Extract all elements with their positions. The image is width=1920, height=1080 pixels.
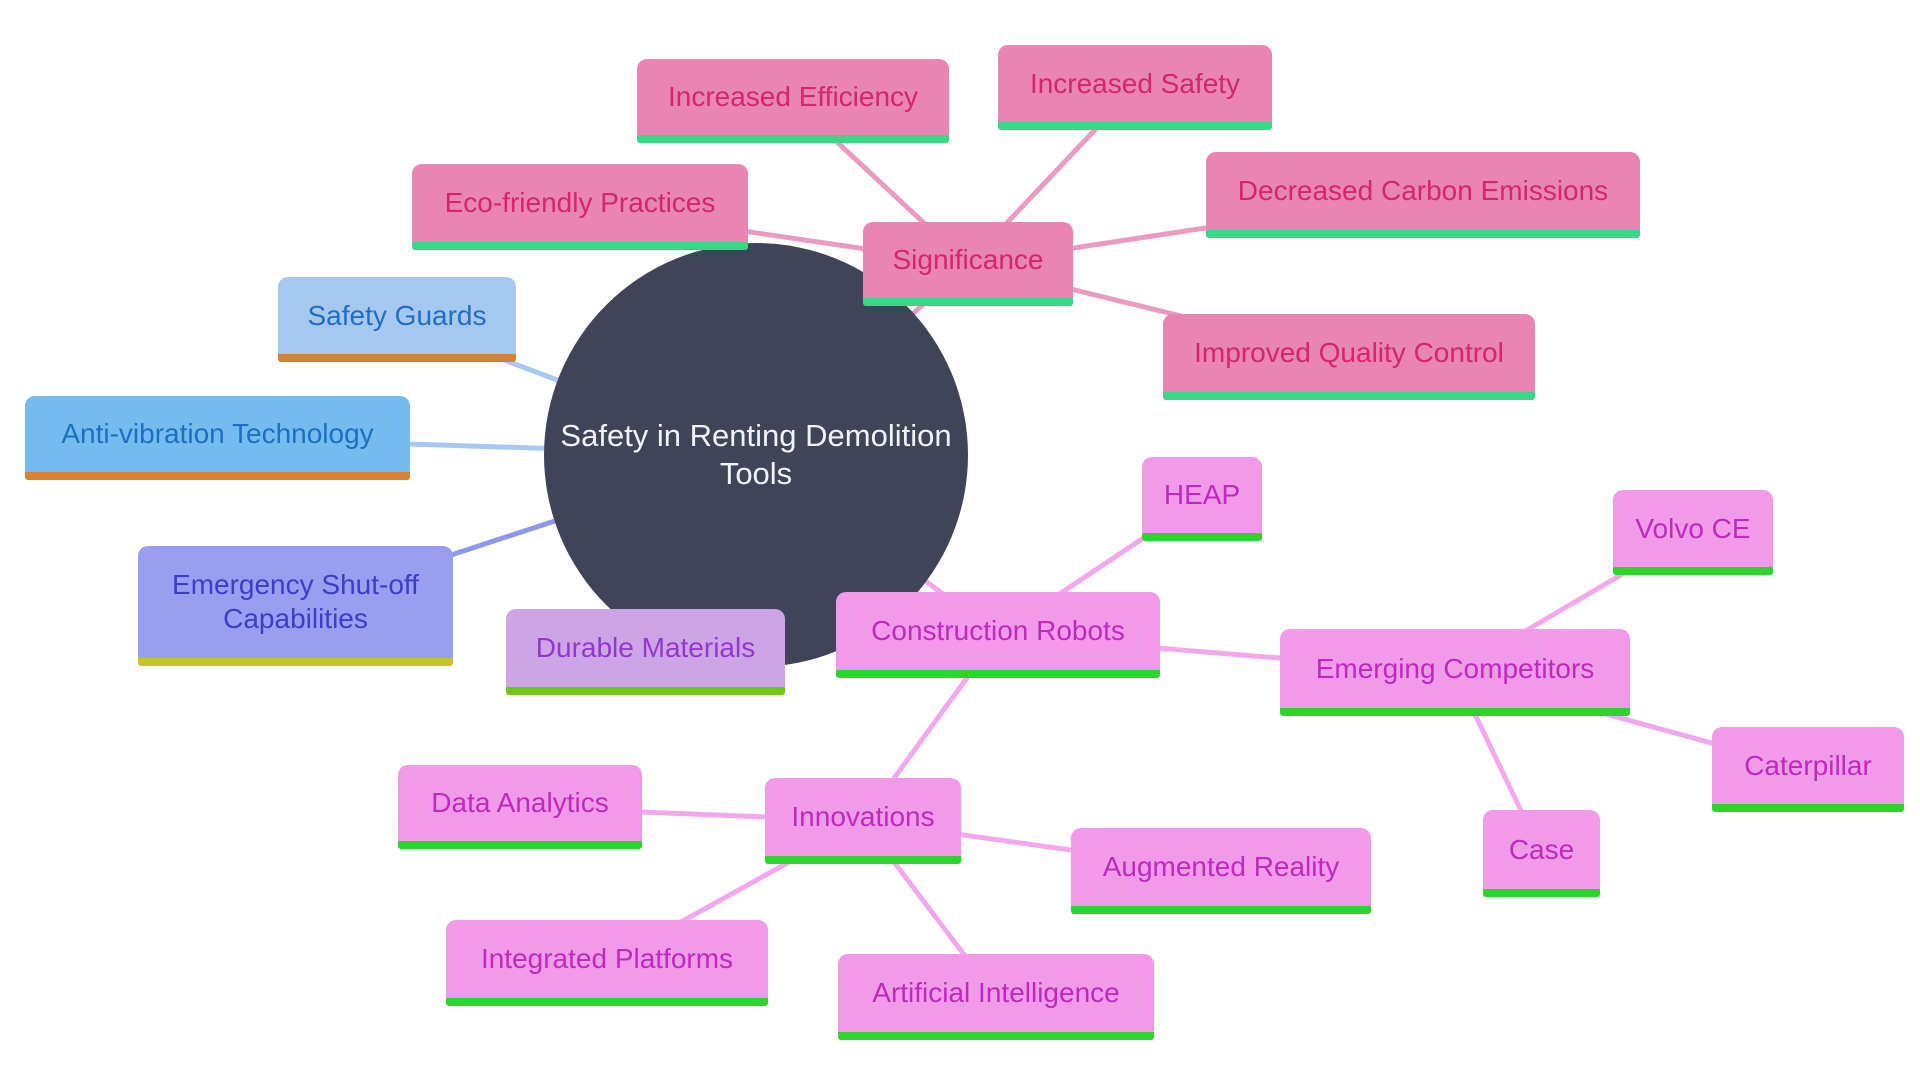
node-label: Significance [892,244,1044,276]
node-label: Caterpillar [1744,749,1872,781]
node-label: Emerging Competitors [1315,652,1595,684]
node-eco-friendly-practices: Eco-friendly Practices [412,164,748,250]
central-topic-label: Safety in Renting Demolition Tools [560,418,952,491]
node-durable-materials: Durable Materials [506,609,785,695]
node-case: Case [1483,810,1600,897]
node-volvo-ce: Volvo CE [1613,490,1773,575]
node-emerging-competitors: Emerging Competitors [1280,629,1630,716]
node-significance: Significance [863,222,1073,306]
node-label: Case [1508,833,1575,865]
node-innovations: Innovations [765,778,961,864]
node-improved-quality-control: Improved Quality Control [1163,314,1535,400]
node-integrated-platforms: Integrated Platforms [446,920,768,1006]
node-heap: HEAP [1142,457,1262,541]
node-label: Eco-friendly Practices [444,187,716,219]
node-label: Augmented Reality [1102,851,1340,883]
node-label: Artificial Intelligence [872,977,1120,1009]
node-augmented-reality: Augmented Reality [1071,828,1371,914]
node-label: Emergency Shut-off Capabilities [172,569,419,634]
node-label: Construction Robots [871,615,1125,647]
node-data-analytics: Data Analytics [398,765,642,849]
node-label: Volvo CE [1635,512,1751,544]
node-increased-efficiency: Increased Efficiency [637,59,949,143]
node-increased-safety: Increased Safety [998,45,1272,130]
node-label: Increased Safety [1029,67,1241,99]
node-safety-guards: Safety Guards [278,277,516,362]
node-label: Integrated Platforms [480,943,734,975]
node-label: Decreased Carbon Emissions [1237,175,1609,207]
node-label: Data Analytics [431,787,609,819]
node-label: Innovations [791,801,935,833]
node-construction-robots: Construction Robots [836,592,1160,678]
node-anti-vibration-technology: Anti-vibration Technology [25,396,410,480]
node-label: Durable Materials [535,632,756,664]
node-label: Increased Efficiency [667,81,919,113]
node-label: Anti-vibration Technology [61,418,374,450]
node-artificial-intelligence: Artificial Intelligence [838,954,1154,1040]
node-label: HEAP [1163,479,1241,511]
node-decreased-carbon-emissions: Decreased Carbon Emissions [1206,152,1640,238]
node-caterpillar: Caterpillar [1712,727,1904,812]
node-emergency-shutoff-capabilities: Emergency Shut-off Capabilities [138,546,453,666]
node-label: Improved Quality Control [1194,337,1504,369]
node-label: Safety Guards [307,299,487,331]
